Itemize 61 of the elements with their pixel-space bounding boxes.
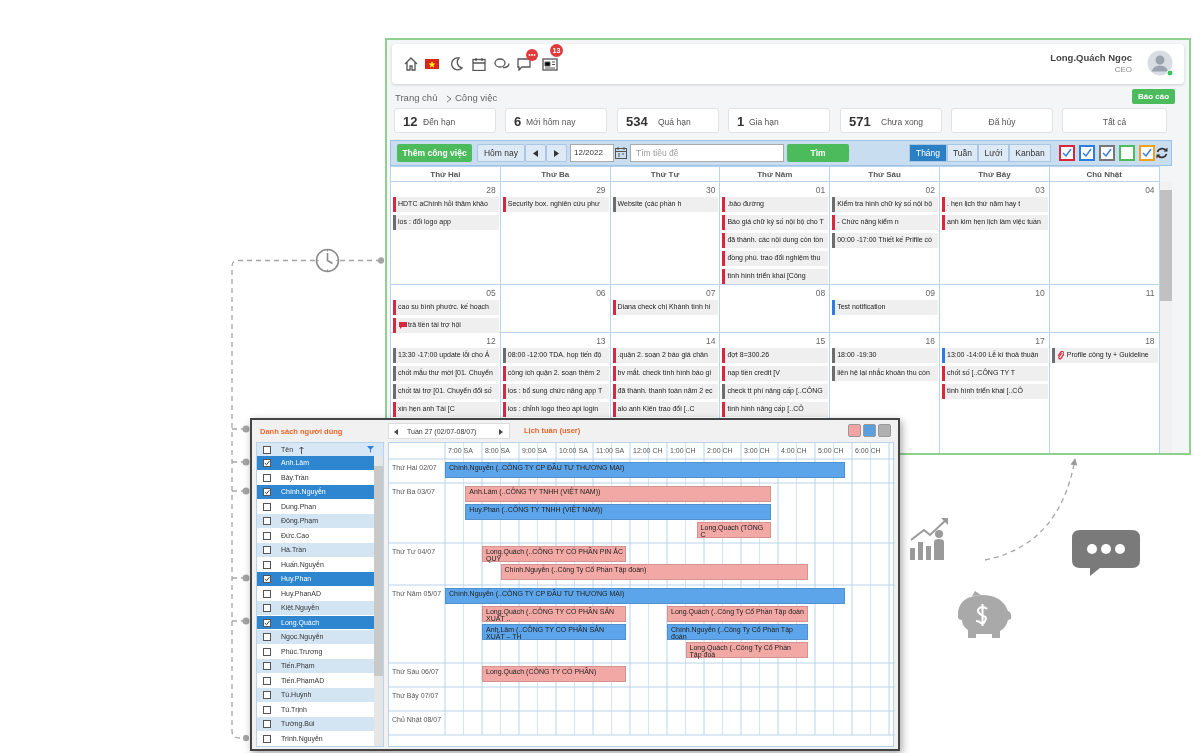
day-number: 08	[815, 288, 826, 298]
weekly-schedule-window	[250, 418, 900, 751]
stat-label: Đã hủy	[987, 117, 1017, 127]
weekday-header: Thứ Ba	[500, 167, 611, 182]
weekday-header: Thứ Bảy	[940, 167, 1050, 182]
day-number: 09	[925, 288, 935, 298]
day-number: 05	[486, 288, 496, 298]
stat-count: 534	[626, 114, 648, 129]
day-number: 13	[596, 336, 606, 346]
chat-bubble-icon	[1070, 528, 1142, 576]
day-number: 01	[815, 185, 826, 195]
view-tab: Lưới	[978, 144, 1009, 162]
stat-count: 12	[403, 114, 418, 129]
breadcrumb-link: Trang chủ	[395, 92, 438, 103]
day-number: 02	[925, 185, 935, 195]
day-number: 30	[705, 185, 716, 195]
stat-count: 571	[849, 114, 871, 129]
stat-label: Gia hạn	[749, 117, 779, 127]
search-field: Tìm tiêu đề	[630, 144, 784, 162]
weekday-header: Thứ Sáu	[830, 167, 940, 182]
view-tab: Kanban	[1009, 144, 1051, 162]
stat-label: Tất cả	[1101, 117, 1128, 127]
day-number: 11	[1145, 288, 1155, 298]
weekday-header: Chủ Nhật	[1049, 167, 1160, 182]
stat-label: Quá hạn	[658, 117, 691, 127]
day-number: 18	[1145, 336, 1155, 346]
dashed-connector	[231, 259, 316, 742]
dashed-connector	[339, 257, 385, 264]
day-number: 12	[486, 336, 496, 346]
day-number: 17	[1035, 336, 1045, 346]
day-number: 16	[925, 336, 935, 346]
day-number: 03	[1035, 185, 1045, 195]
page-title: Công việc	[455, 92, 498, 103]
user-name: Long.Quách Ngọc	[1050, 52, 1132, 63]
day-number: 07	[705, 288, 716, 298]
view-tab: Tuần	[947, 144, 978, 162]
day-number: 29	[596, 185, 606, 195]
stat-label: Chưa xong	[881, 117, 924, 127]
day-number: 04	[1145, 185, 1155, 195]
clock-icon	[315, 248, 340, 273]
day-number: 10	[1035, 288, 1045, 298]
weekday-header: Thứ Tư	[610, 167, 721, 182]
add-task-button: Thêm công việc	[397, 144, 472, 162]
today-button: Hôm nay	[477, 144, 525, 162]
stat-count: 6	[514, 114, 522, 129]
day-number: 14	[705, 336, 716, 346]
day-number: 15	[815, 336, 826, 346]
stat-label: Mới hôm nay	[526, 117, 576, 127]
day-number: 28	[486, 185, 496, 195]
weekday-header: Thứ Năm	[720, 167, 831, 182]
stat-count: 1	[737, 114, 745, 129]
view-tab-active: Tháng	[909, 144, 947, 162]
dashed-connector	[984, 458, 1078, 561]
user-role: CEO	[1114, 65, 1132, 74]
weekday-header: Thứ Hai	[391, 167, 501, 182]
stat-label: Đến hạn	[423, 117, 456, 127]
day-number: 06	[596, 288, 606, 298]
search-button: Tìm	[787, 144, 849, 162]
report-button: Báo cáo	[1132, 89, 1175, 104]
calendar-app-window	[385, 38, 1191, 455]
date-field: 12/2022	[570, 144, 614, 162]
